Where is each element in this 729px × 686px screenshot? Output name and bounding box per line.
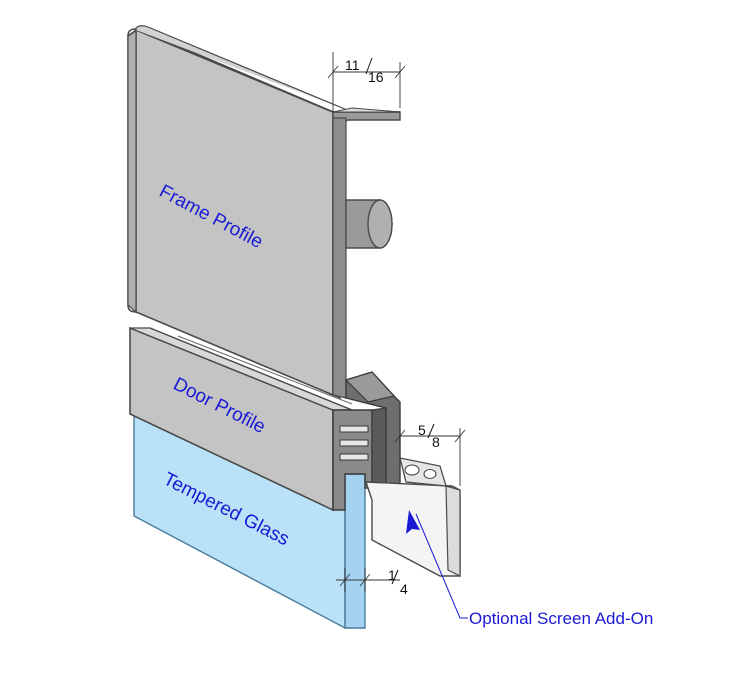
frame-lip-den: 16 [368,69,384,85]
dimension-frame-lip: 11 16 [327,52,406,112]
frame-profile [127,25,401,489]
frame-peg [345,199,393,249]
door-gap-den: 8 [432,434,440,450]
dimension-door-gap: 5 8 [394,420,466,486]
frame-web [332,117,347,399]
screen-addon-label: Optional Screen Add-On [469,609,653,628]
screen-addon-callout: Optional Screen Add-On [406,510,653,628]
dimension-glass: 1 4 [336,567,408,597]
door-gap-num: 5 [418,422,426,438]
glass-edge [344,473,366,629]
glass-den: 4 [400,581,408,597]
frame-lip-num: 11 [345,57,360,73]
callout-arrowhead [406,510,420,534]
glass-num: 1 [388,567,396,583]
door-profile [129,326,387,512]
